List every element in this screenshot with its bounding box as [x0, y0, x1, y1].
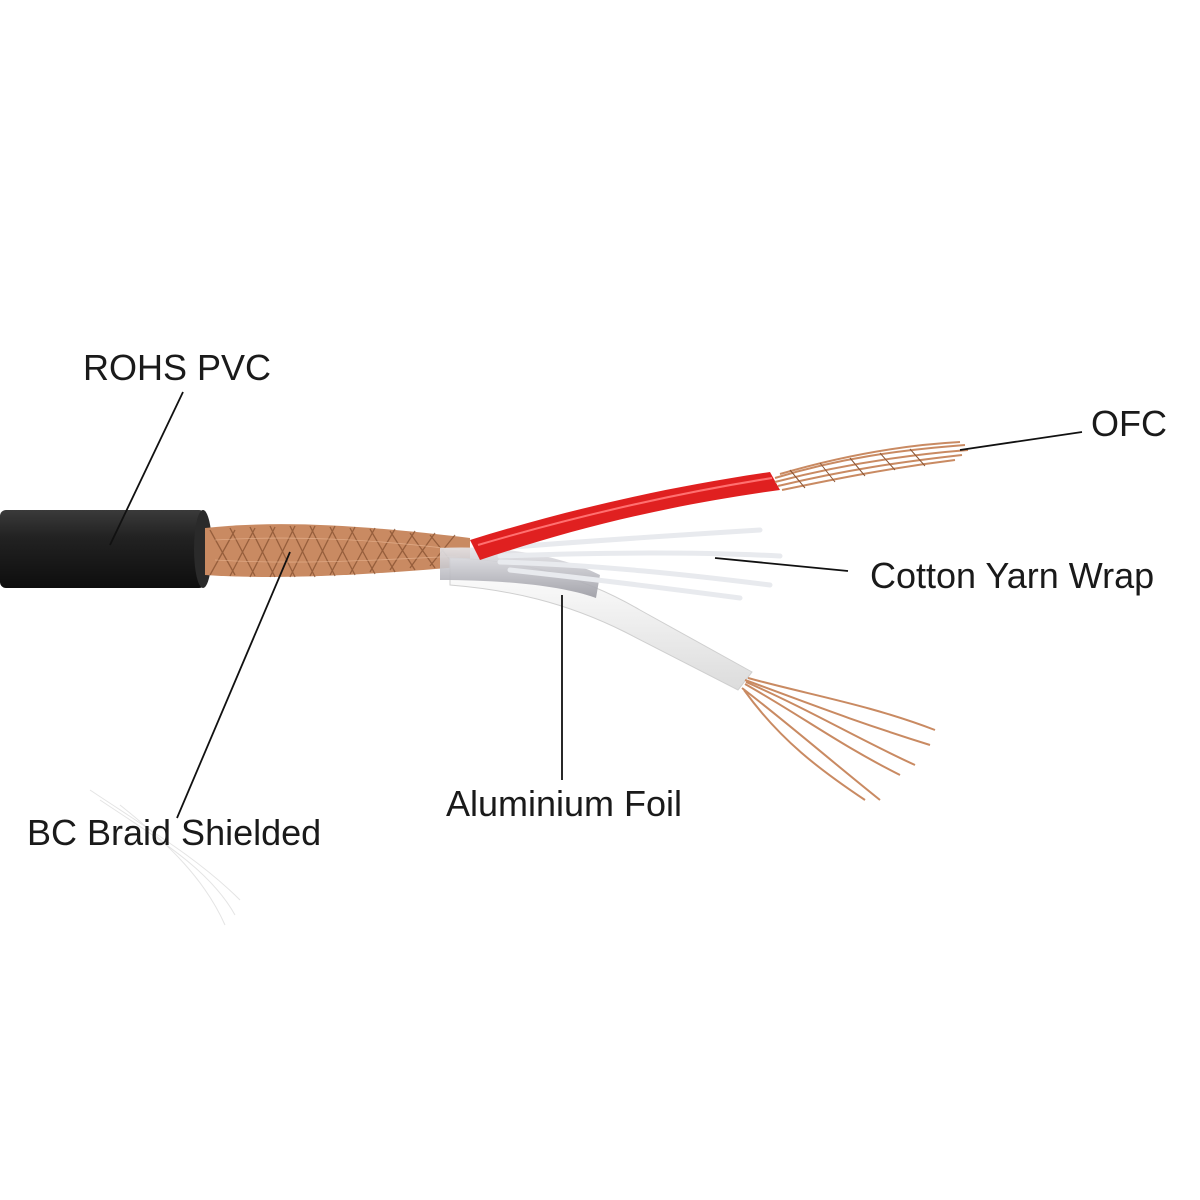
- cotton-yarn: [497, 527, 783, 601]
- stray-fibres: [89, 789, 241, 926]
- braid-shield: [205, 524, 470, 578]
- label-rohs-pvc: ROHS PVC: [83, 347, 272, 388]
- label-aluminium-foil: Aluminium Foil: [446, 783, 683, 824]
- red-conductor: [470, 472, 780, 560]
- leader-ofc: [959, 431, 1083, 451]
- leader-braid: [176, 551, 291, 819]
- ofc-strands-lower: [741, 677, 936, 801]
- label-bc-braid-shielded: BC Braid Shielded: [27, 812, 322, 853]
- ofc-strands-upper: [774, 441, 969, 491]
- leader-cotton: [714, 557, 849, 572]
- pvc-jacket: [0, 510, 212, 588]
- leader-lines: [109, 391, 1083, 819]
- leader-rohs-pvc: [109, 391, 184, 546]
- label-cotton-yarn-wrap: Cotton Yarn Wrap: [870, 555, 1155, 596]
- label-ofc: OFC: [1091, 403, 1167, 444]
